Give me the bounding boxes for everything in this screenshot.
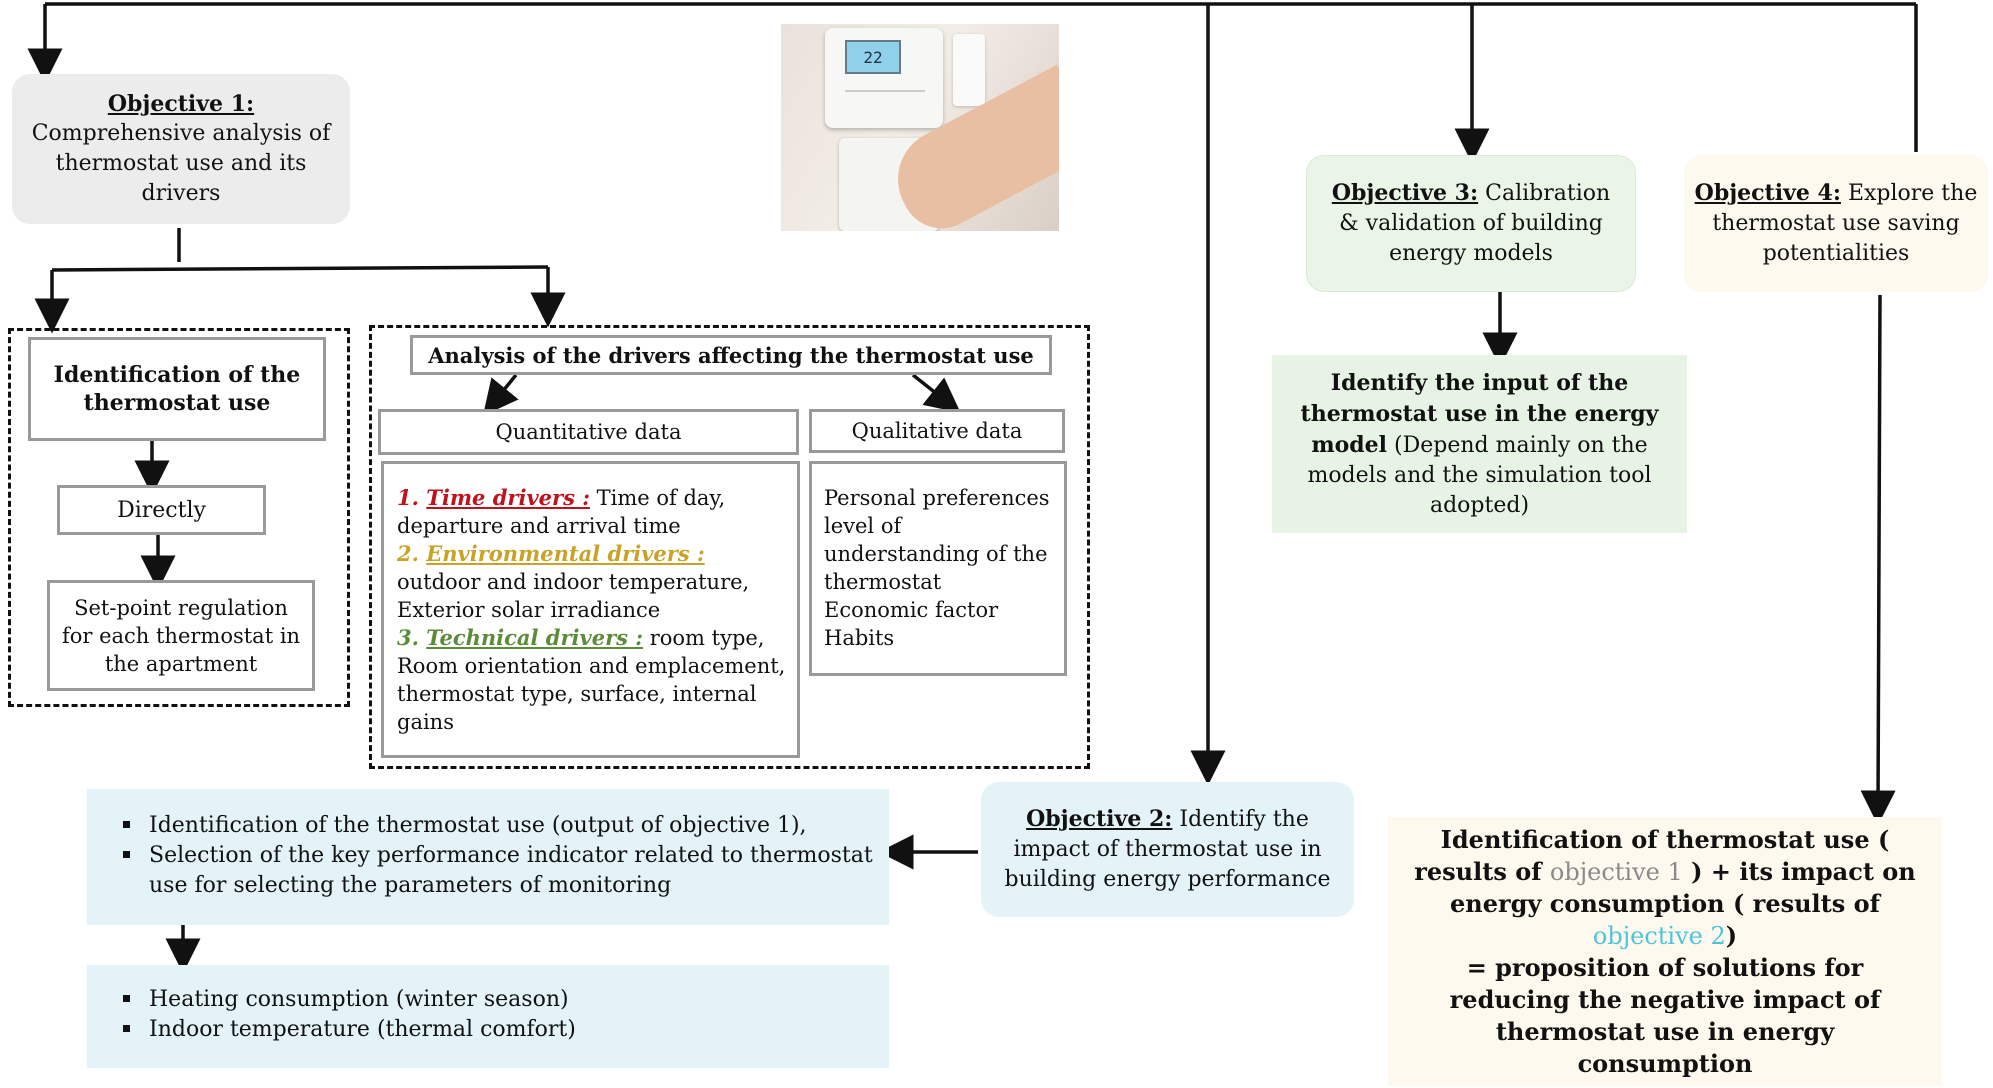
environmental-drivers-label: Environmental drivers : xyxy=(426,541,705,566)
objective-4-title: Objective 4: xyxy=(1694,180,1841,206)
result-text-part3: ) xyxy=(1725,920,1738,950)
objective-2-line: Objective 2: Identify the impact of ther… xyxy=(995,804,1340,895)
objective-2-reference: objective 2 xyxy=(1592,921,1726,950)
objective-3-result-box: Identify the input of the thermostat use… xyxy=(1272,355,1687,533)
quantitative-item: 1. Time drivers : Time of day, departure… xyxy=(397,484,787,540)
directly-box: Directly xyxy=(57,485,266,535)
identification-group xyxy=(8,328,350,707)
objective-4-result-box: Identification of thermostat use ( resul… xyxy=(1388,817,1942,1086)
objective-3-box: Objective 3: Calibration & validation of… xyxy=(1306,155,1636,292)
list-item: Indoor temperature (thermal comfort) xyxy=(123,1015,879,1045)
thermostat-photo: 22 xyxy=(781,24,1059,231)
quantitative-data-box: 1. Time drivers : Time of day, departure… xyxy=(381,461,800,758)
result-text-part2: ) + its impact on energy consumption ( r… xyxy=(1450,856,1916,918)
objective-2-title: Objective 2: xyxy=(1026,806,1173,832)
result-text-part1: Identification of thermostat use ( resul… xyxy=(1414,824,1890,886)
side-switch xyxy=(953,34,985,106)
objective-2-output-list: Identification of the thermostat use (ou… xyxy=(97,811,879,901)
kpi-list: Heating consumption (winter season) Indo… xyxy=(97,985,879,1045)
list-item: Heating consumption (winter season) xyxy=(123,985,879,1015)
quantitative-item-number: 3. xyxy=(397,625,427,650)
objective-1-box: Objective 1: Comprehensive analysis of t… xyxy=(12,74,350,224)
objective-4-box: Objective 4: Explore the thermostat use … xyxy=(1684,155,1988,292)
qualitative-item: Economic factor xyxy=(824,598,999,622)
objective-2-text: Identify the impact of thermostat use in… xyxy=(1004,807,1331,892)
quantitative-item-number: 1. xyxy=(397,485,427,510)
setpoint-box: Set-point regulation for each thermostat… xyxy=(47,580,315,691)
time-drivers-text: Time of day, departure and arrival time xyxy=(397,486,726,538)
identification-label: Identification of the thermostat use xyxy=(53,362,301,416)
thermostat-buttons xyxy=(845,90,925,104)
environmental-drivers-text: outdoor and indoor temperature, Exterior… xyxy=(397,570,750,622)
qualitative-label-box: Qualitative data xyxy=(809,409,1065,453)
technical-drivers-label: Technical drivers : xyxy=(426,625,644,650)
objective-2-box: Objective 2: Identify the impact of ther… xyxy=(981,782,1354,917)
objective-1-title: Objective 1: xyxy=(107,91,255,117)
list-item: Identification of the thermostat use (ou… xyxy=(123,811,879,841)
drivers-title-box: Analysis of the drivers affecting the th… xyxy=(410,335,1052,375)
quantitative-label: Quantitative data xyxy=(495,420,682,444)
qualitative-item: level of understanding of the thermostat xyxy=(824,514,1048,594)
thermostat-display: 22 xyxy=(845,40,901,74)
objective-3-text: Calibration & validation of building ene… xyxy=(1339,181,1611,266)
kpi-box: Heating consumption (winter season) Indo… xyxy=(87,965,889,1068)
quantitative-label-box: Quantitative data xyxy=(378,409,799,455)
objective-4-text: Explore the thermostat use saving potent… xyxy=(1712,181,1978,266)
setpoint-label: Set-point regulation for each thermostat… xyxy=(61,595,301,676)
time-drivers-label: Time drivers : xyxy=(426,485,590,510)
objective-3-title: Objective 3: xyxy=(1331,180,1479,206)
objective-3-line: Objective 3: Calibration & validation of… xyxy=(1319,178,1623,269)
identification-box: Identification of the thermostat use xyxy=(28,337,326,441)
quantitative-item-number: 2. xyxy=(397,541,427,566)
objective-2-output-box: Identification of the thermostat use (ou… xyxy=(87,789,889,925)
objective-1-text: Comprehensive analysis of thermostat use… xyxy=(31,121,331,206)
objective-3-result-text: (Depend mainly on the models and the sim… xyxy=(1307,432,1652,518)
qualitative-label: Qualitative data xyxy=(851,419,1023,443)
objective-4-line: Objective 4: Explore the thermostat use … xyxy=(1694,178,1978,269)
objective-1-reference: objective 1 xyxy=(1549,857,1683,886)
quantitative-item: 3. Technical drivers : room type, Room o… xyxy=(397,624,787,736)
drivers-group xyxy=(369,325,1090,769)
qualitative-item: Personal preferences xyxy=(824,486,1050,510)
objective-4-result-main: Identification of thermostat use ( resul… xyxy=(1408,824,1922,952)
objective-4-result-conclusion: = proposition of solutions for reducing … xyxy=(1449,952,1881,1078)
objective-3-result-bold: Identify the input of the thermostat use… xyxy=(1300,369,1659,458)
list-item: Selection of the key performance indicat… xyxy=(123,841,879,901)
objective-3-result: Identify the input of the thermostat use… xyxy=(1288,368,1671,521)
qualitative-item: Habits xyxy=(824,626,895,650)
quantitative-item: 2. Environmental drivers : outdoor and i… xyxy=(397,540,787,624)
technical-drivers-text: room type, Room orientation and emplacem… xyxy=(397,626,786,734)
drivers-title: Analysis of the drivers affecting the th… xyxy=(428,342,1034,368)
qualitative-data-box: Personal preferences level of understand… xyxy=(809,461,1067,676)
directly-label: Directly xyxy=(117,497,206,523)
thermostat-device: 22 xyxy=(825,28,943,128)
thermostat-display-value: 22 xyxy=(863,47,883,67)
